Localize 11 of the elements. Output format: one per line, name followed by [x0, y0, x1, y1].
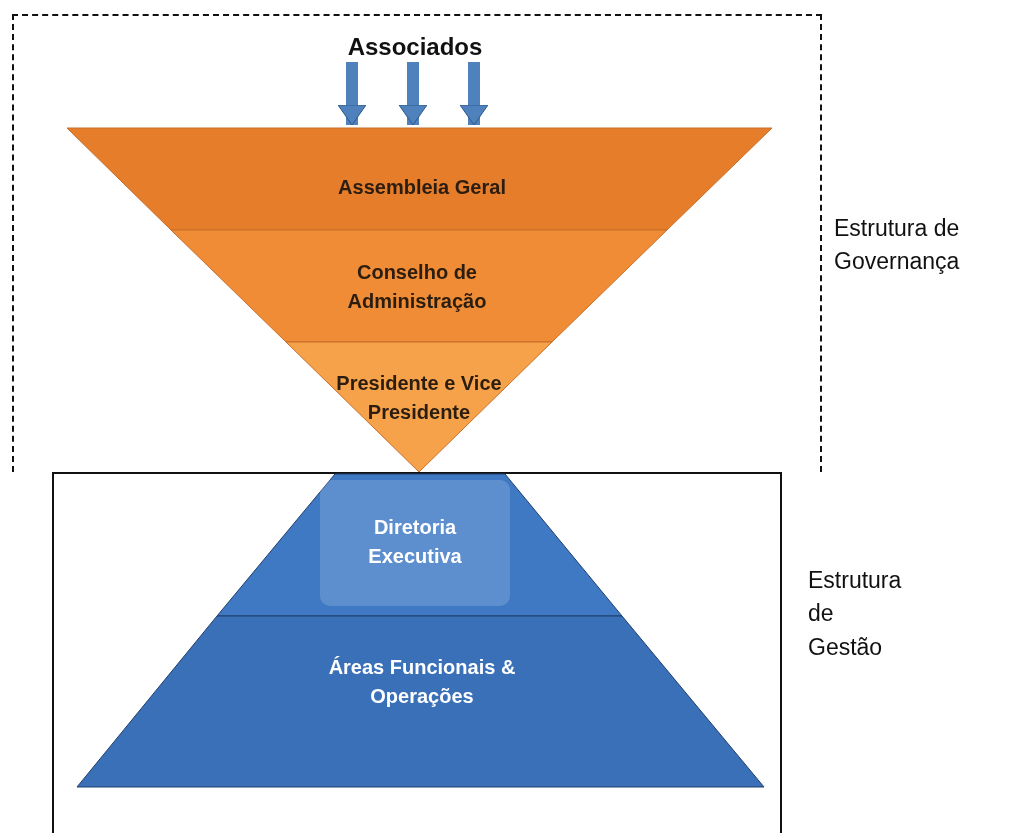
level-label: Conselho de Administração: [346, 260, 488, 314]
level-label: Diretoria Executiva: [367, 515, 463, 569]
section-label: Estrutura de Gestão: [808, 566, 903, 662]
level-label: Áreas Funcionais & Operações: [327, 655, 517, 709]
section-label: Estrutura de Governança: [834, 214, 961, 277]
input-label: Associados: [346, 31, 484, 62]
arrow: [398, 62, 428, 126]
level-label: Presidente e Vice Presidente: [335, 371, 503, 425]
arrow: [459, 62, 489, 126]
level-label: Assembleia Geral: [337, 174, 507, 200]
arrow: [337, 62, 367, 126]
